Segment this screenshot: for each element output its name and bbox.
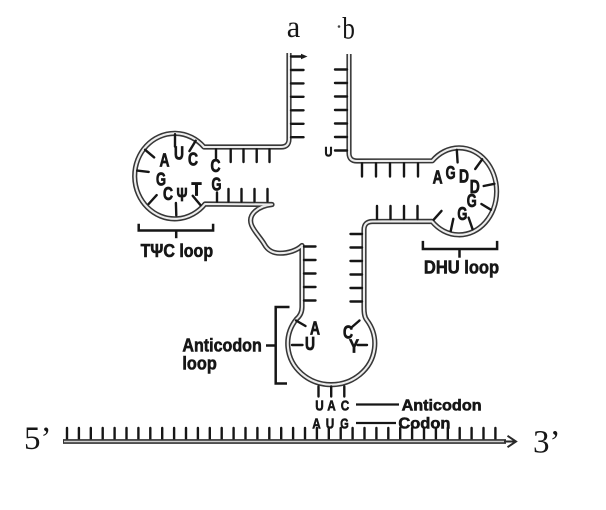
base-pair-tick — [480, 202, 493, 212]
anticodon-loop-label-line1: Anticodon — [182, 336, 261, 356]
base-letter: A — [310, 319, 320, 339]
dhu-loop-bases: A G D D G G — [432, 162, 480, 224]
base-letter: Ψ — [177, 185, 188, 205]
strand-a-tick-arrowhead — [301, 53, 308, 60]
base-pair-tick — [449, 217, 455, 233]
base-letter: Y — [349, 337, 359, 357]
base-letter: A — [160, 151, 170, 171]
dhu-bracket — [421, 240, 499, 251]
dhu-loop-label: DHU loop — [424, 258, 499, 278]
diagram-text: a b U A U C G C Ψ T C G A G D D G G A U … — [24, 9, 561, 461]
base-pair-tick — [188, 139, 197, 153]
print-speck — [337, 25, 341, 28]
base-letter: T — [192, 180, 202, 200]
base-letter: A — [433, 168, 443, 188]
base-letter: G — [446, 163, 456, 183]
base-letter: C — [343, 323, 353, 343]
base-letter: G — [457, 204, 467, 224]
anticodon-loop-bases: A U C Y — [305, 318, 360, 357]
codon-bases: A U G — [312, 415, 349, 433]
anticodon-loop-label-line2: loop — [182, 353, 216, 373]
base-letter: U — [174, 144, 184, 164]
base-letter: U — [326, 416, 335, 433]
strand-b-label: b — [342, 11, 355, 46]
strand-a-label: a — [287, 9, 301, 44]
base-letter: G — [156, 170, 166, 190]
base-pair-tick — [474, 158, 484, 171]
base-letter: G — [212, 175, 222, 195]
anticodon-label: Anticodon — [402, 398, 482, 415]
base-pair-tick — [147, 193, 158, 206]
base-letter: D — [459, 166, 469, 186]
base-letter: D — [470, 177, 480, 197]
base-pair-tick — [467, 216, 474, 231]
base-letter: C — [211, 156, 221, 176]
tpsic-bracket — [137, 223, 215, 232]
brackets — [137, 223, 499, 385]
base-letter: A — [312, 416, 321, 433]
base-pair-tick — [455, 148, 459, 164]
base-letter: U — [305, 334, 315, 354]
label-lines — [356, 403, 399, 425]
tpsic-loop-bases: A U C G C Ψ T C G — [156, 143, 222, 205]
codon-label: Codon — [398, 416, 450, 433]
base-pair-tick — [135, 169, 150, 174]
base-pair-tick — [350, 319, 361, 329]
mrna-strand — [63, 434, 518, 449]
base-letter: C — [341, 398, 350, 415]
base-pair-tick — [143, 148, 156, 159]
mrna-arrowhead — [506, 434, 518, 449]
base-pair-tick — [191, 194, 202, 207]
anticodon-bases: U A C — [315, 397, 350, 415]
base-pair-tick — [294, 319, 307, 328]
base-pair-tick — [482, 182, 496, 188]
base-letter: C — [163, 184, 173, 204]
five-prime-label: 5’ — [24, 421, 52, 457]
base-letter: C — [188, 150, 198, 170]
tpsic-loop-label: TΨC loop — [141, 241, 214, 261]
base-letter: U — [315, 398, 324, 415]
base-ticks — [65, 55, 497, 441]
base-letter: A — [327, 398, 336, 415]
base-pair-tick — [432, 209, 443, 221]
base-letter: G — [467, 191, 477, 211]
unpaired-base-u: U — [325, 144, 333, 160]
base-letter: G — [340, 416, 349, 433]
three-prime-label: 3’ — [533, 425, 561, 461]
